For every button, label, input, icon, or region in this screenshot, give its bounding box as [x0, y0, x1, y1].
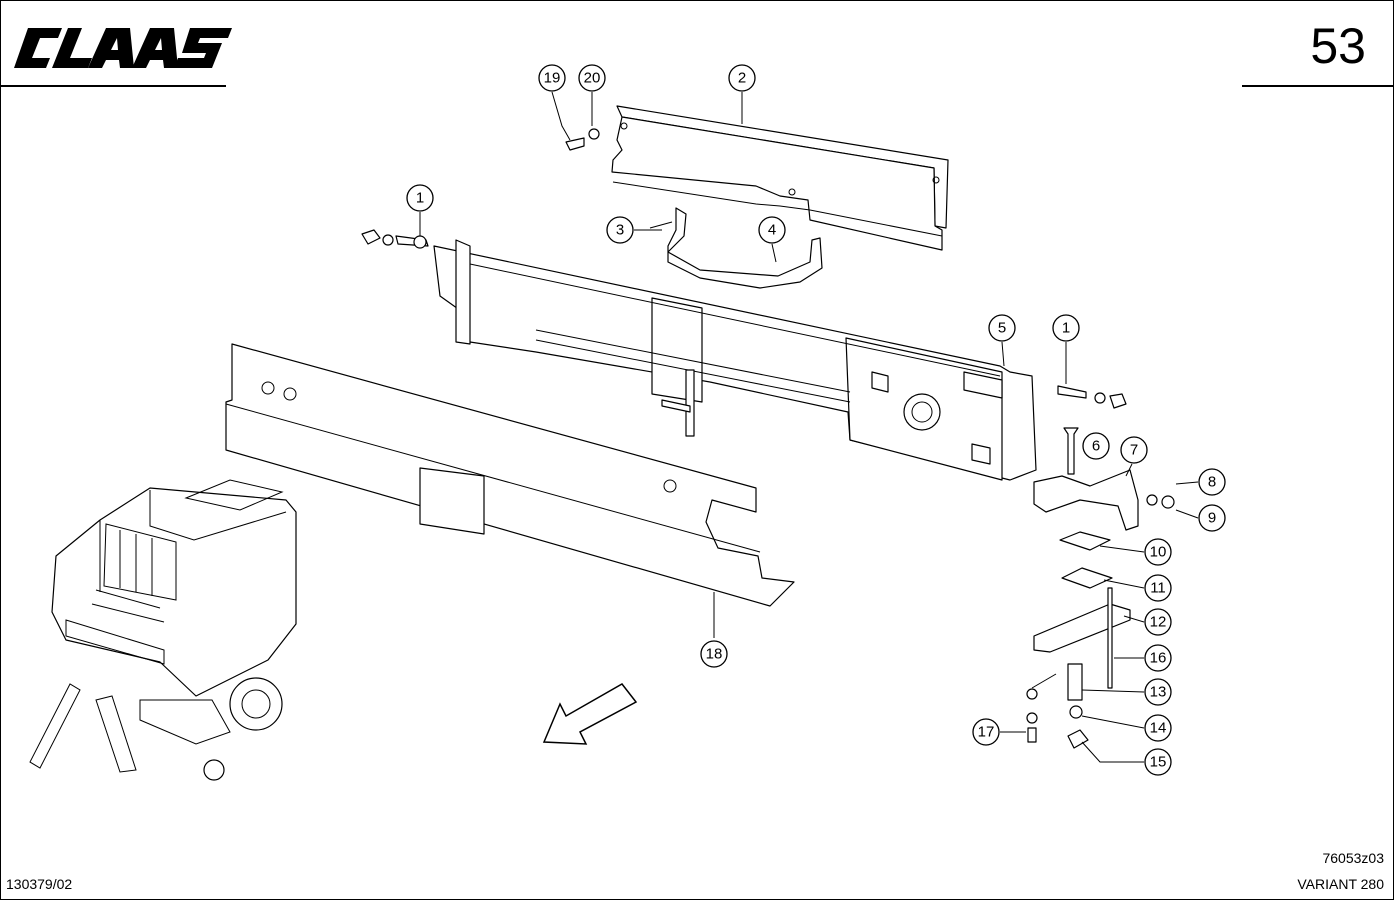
part-lower-frame	[225, 343, 795, 607]
svg-text:3: 3	[616, 222, 624, 239]
svg-text:19: 19	[544, 70, 561, 87]
part-cover-plate	[611, 105, 949, 251]
part-hardware	[361, 128, 1175, 749]
claas-logo	[14, 28, 232, 68]
svg-text:10: 10	[1150, 544, 1167, 561]
callout-19: 19	[538, 64, 566, 92]
callout-1-right: 1	[1052, 314, 1080, 342]
callout-9: 9	[1198, 504, 1226, 532]
baler-overview-illustration	[29, 479, 297, 781]
svg-text:11: 11	[1150, 580, 1166, 597]
svg-text:18: 18	[706, 646, 723, 663]
part-center-beam	[433, 239, 1037, 481]
callout-4: 4	[758, 216, 786, 244]
part-bracket-assembly	[1033, 427, 1139, 701]
callout-15: 15	[1144, 748, 1172, 776]
callout-17: 17	[972, 718, 1000, 746]
svg-text:1: 1	[1062, 320, 1070, 337]
callout-12: 12	[1144, 608, 1172, 636]
svg-text:16: 16	[1150, 650, 1167, 667]
callout-5: 5	[988, 314, 1016, 342]
svg-text:4: 4	[768, 222, 776, 239]
header-rule-left	[0, 85, 226, 87]
callout-6: 6	[1082, 432, 1110, 460]
drawing-reference: 76053z03	[1322, 850, 1384, 866]
svg-text:17: 17	[978, 724, 995, 741]
callout-7: 7	[1120, 436, 1148, 464]
callout-10: 10	[1144, 538, 1172, 566]
callout-20: 20	[578, 64, 606, 92]
svg-text:15: 15	[1150, 754, 1167, 771]
svg-text:8: 8	[1208, 474, 1216, 491]
header-rule-right	[1242, 85, 1394, 87]
callout-14: 14	[1144, 714, 1172, 742]
model-name: VARIANT 280	[1297, 876, 1384, 892]
svg-text:14: 14	[1150, 720, 1167, 737]
svg-text:9: 9	[1208, 510, 1216, 527]
callout-16: 16	[1144, 644, 1172, 672]
svg-text:6: 6	[1092, 438, 1100, 455]
callout-8: 8	[1198, 468, 1226, 496]
callout-11: 11	[1144, 574, 1172, 602]
callout-13: 13	[1144, 678, 1172, 706]
svg-text:2: 2	[738, 70, 746, 87]
document-number: 130379/02	[6, 876, 73, 892]
svg-text:5: 5	[998, 320, 1006, 337]
page-number: 53	[1310, 18, 1366, 74]
svg-text:13: 13	[1150, 684, 1167, 701]
svg-text:12: 12	[1150, 614, 1167, 631]
svg-text:20: 20	[584, 70, 601, 87]
svg-text:1: 1	[416, 190, 424, 207]
callout-2: 2	[728, 64, 756, 92]
callout-3: 3	[606, 216, 634, 244]
leader-lines	[419, 91, 1199, 763]
direction-arrow	[542, 683, 638, 745]
svg-text:7: 7	[1130, 442, 1138, 459]
part-strap	[649, 207, 823, 289]
callout-1-left: 1	[406, 184, 434, 212]
callout-18: 18	[700, 640, 728, 668]
